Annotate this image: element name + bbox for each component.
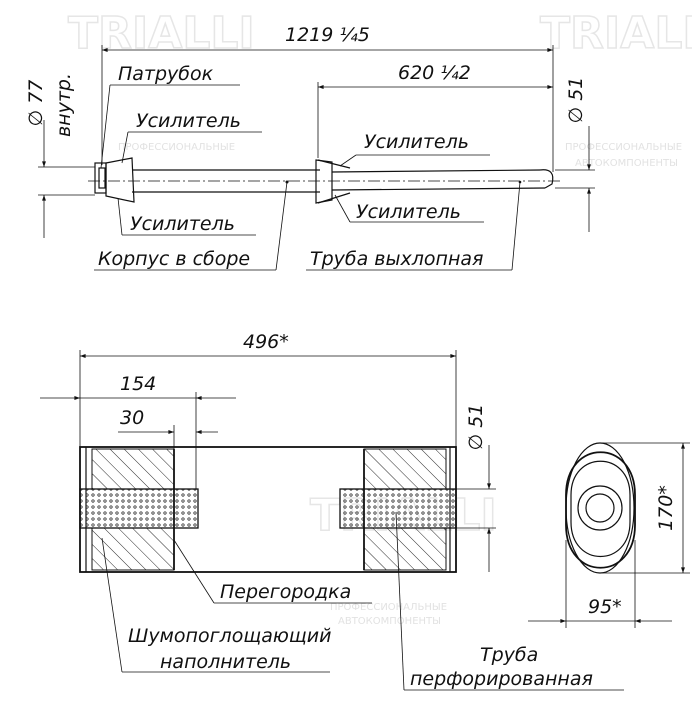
dim-tail: 620 ¼2 [398, 62, 471, 84]
dim-length: 496* [243, 331, 289, 353]
dim-height: 170* [655, 485, 677, 531]
svg-text:АВТОКОМПОНЕНТЫ: АВТОКОМПОНЕНТЫ [575, 158, 678, 169]
dim-154: 154 [120, 373, 156, 395]
dim-pipe: ∅ 51 [465, 404, 487, 451]
dim-inlet-note: внутр. [53, 73, 75, 137]
dim-width: 95* [588, 596, 622, 618]
svg-text:ПРОФЕССИОНАЛЬНЫЕ: ПРОФЕССИОНАЛЬНЫЕ [118, 142, 235, 153]
svg-text:TRIALLI: TRIALLI [68, 8, 255, 59]
label-pipe-2: перфорированная [410, 668, 593, 690]
svg-text:TRIALLI: TRIALLI [540, 8, 692, 59]
end-view: 170* 95* [528, 442, 690, 628]
label-patrubok: Патрубок [118, 63, 214, 85]
label-usilitel-3: Усилитель [130, 213, 235, 235]
svg-text:АВТОКОМПОНЕНТЫ: АВТОКОМПОНЕНТЫ [338, 616, 441, 627]
label-korpus: Корпус в сборе [98, 248, 250, 270]
label-pipe-1: Труба [480, 644, 538, 666]
dim-total: 1219 ¼5 [285, 24, 370, 46]
section-view: 496* 154 30 ∅ 51 Перегородка Шумопоглоща… [40, 331, 624, 691]
svg-text:ПРОФЕССИОНАЛЬНЫЕ: ПРОФЕССИОНАЛЬНЫЕ [330, 602, 447, 613]
top-view: 1219 ¼5 620 ¼2 ∅ 77 внутр. ∅ 51 Патрубок… [25, 24, 595, 271]
label-filler-2: наполнитель [160, 651, 291, 673]
svg-text:ПРОФЕССИОНАЛЬНЫЕ: ПРОФЕССИОНАЛЬНЫЕ [565, 142, 682, 153]
dim-inlet: ∅ 77 [25, 80, 47, 127]
label-usilitel-1: Усилитель [136, 110, 241, 132]
dim-30: 30 [120, 407, 144, 429]
label-usilitel-2: Усилитель [364, 131, 469, 153]
label-filler-1: Шумопоглощающий [128, 625, 331, 647]
label-peregorodka: Перегородка [220, 581, 351, 603]
label-truba: Труба выхлопная [310, 248, 483, 270]
dim-outlet: ∅ 51 [565, 77, 587, 124]
label-usilitel-4: Усилитель [356, 201, 461, 223]
